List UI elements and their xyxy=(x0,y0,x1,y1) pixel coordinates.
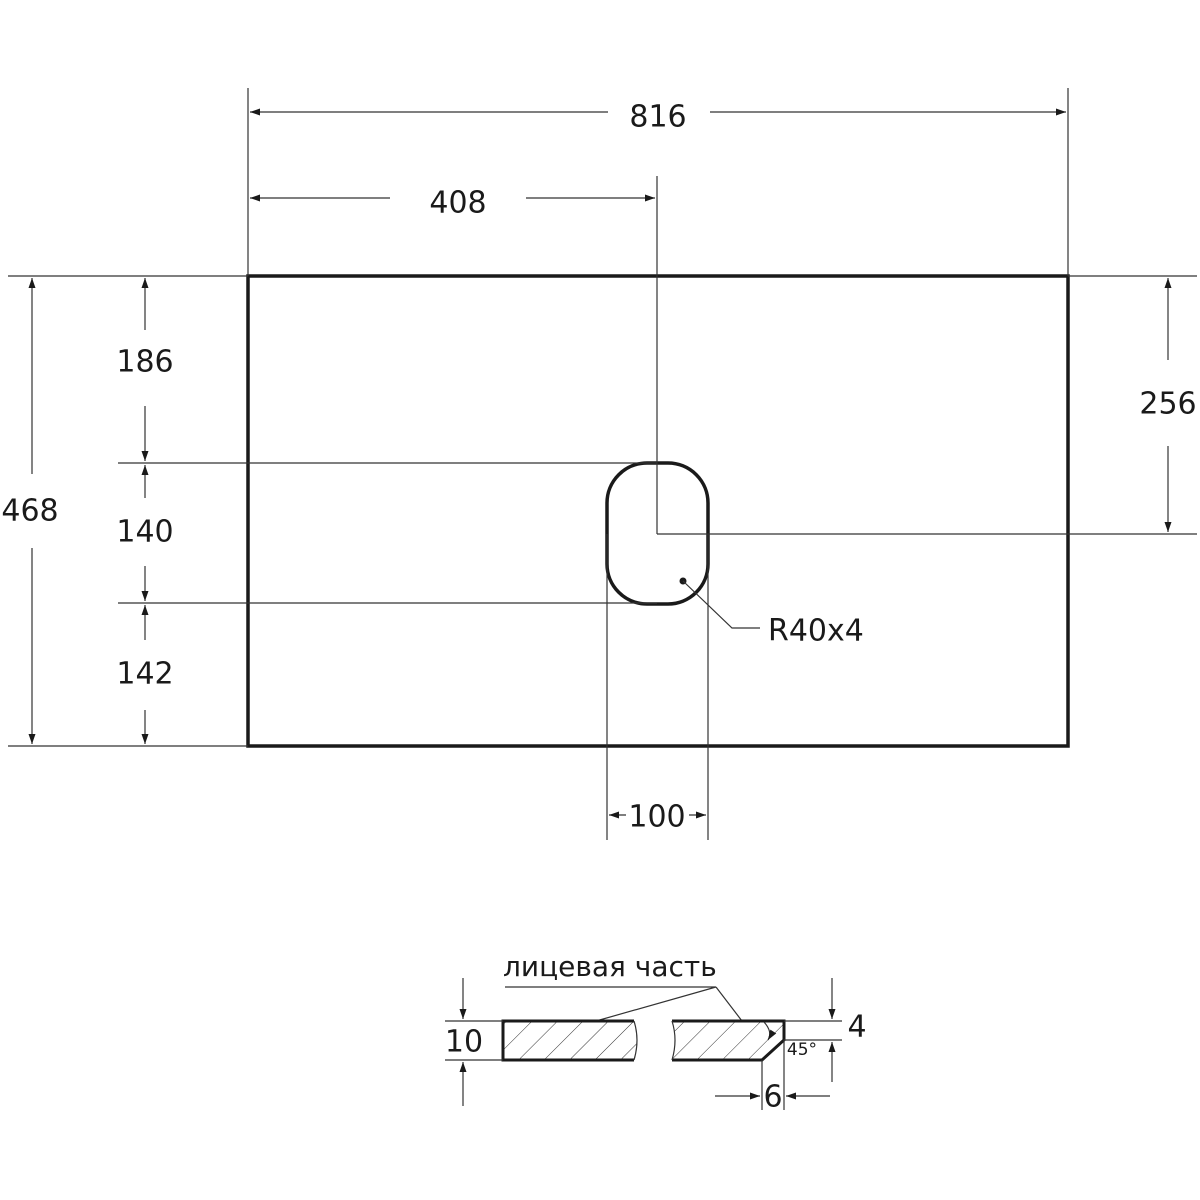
dim-bottom-offset-label: 142 xyxy=(116,657,173,692)
dim-overall-width: 816 xyxy=(250,100,1066,135)
dim-chamfer-depth-label: 4 xyxy=(847,1010,866,1045)
dim-overall-depth-label: 468 xyxy=(1,494,58,529)
dim-chamfer-angle: 45° xyxy=(763,1021,817,1060)
extension-lines xyxy=(8,88,1197,840)
plan-view: 816 408 468 186 140 xyxy=(1,88,1197,840)
dim-hole-height-label: 140 xyxy=(116,515,173,550)
radius-callout: R40x4 xyxy=(679,577,864,649)
section-left-hatch xyxy=(503,1021,637,1060)
dim-hole-center-depth-label: 256 xyxy=(1139,387,1196,422)
dim-half-width-label: 408 xyxy=(429,186,486,221)
dim-chamfer-width: 6 xyxy=(715,1040,830,1115)
countertop-outline xyxy=(246,274,1070,748)
face-leader xyxy=(505,986,717,1022)
dim-hole-width-label: 100 xyxy=(628,800,685,835)
radius-callout-label: R40x4 xyxy=(768,614,864,649)
dim-chamfer-angle-label: 45° xyxy=(787,1040,817,1060)
dim-section-thickness-label: 10 xyxy=(445,1025,483,1060)
dim-overall-depth: 468 xyxy=(1,278,59,744)
section-left-outline xyxy=(501,1019,634,1062)
dim-section-thickness: 10 xyxy=(445,978,503,1106)
dim-hole-width: 100 xyxy=(609,800,706,835)
dim-top-offset: 186 xyxy=(116,278,174,461)
dim-chamfer-width-label: 6 xyxy=(763,1080,782,1115)
section-right-hatch xyxy=(672,1021,784,1060)
dim-top-offset-label: 186 xyxy=(116,345,173,380)
dim-hole-height: 140 xyxy=(116,465,174,601)
dim-hole-center-depth: 256 xyxy=(1139,278,1197,532)
section-view: лицевая часть 10 4 xyxy=(445,950,867,1115)
dim-bottom-offset: 142 xyxy=(116,605,174,744)
face-label: лицевая часть xyxy=(503,950,717,983)
dim-overall-width-label: 816 xyxy=(629,100,686,135)
dim-chamfer-depth: 4 xyxy=(784,978,867,1082)
dim-half-width: 408 xyxy=(250,186,655,221)
